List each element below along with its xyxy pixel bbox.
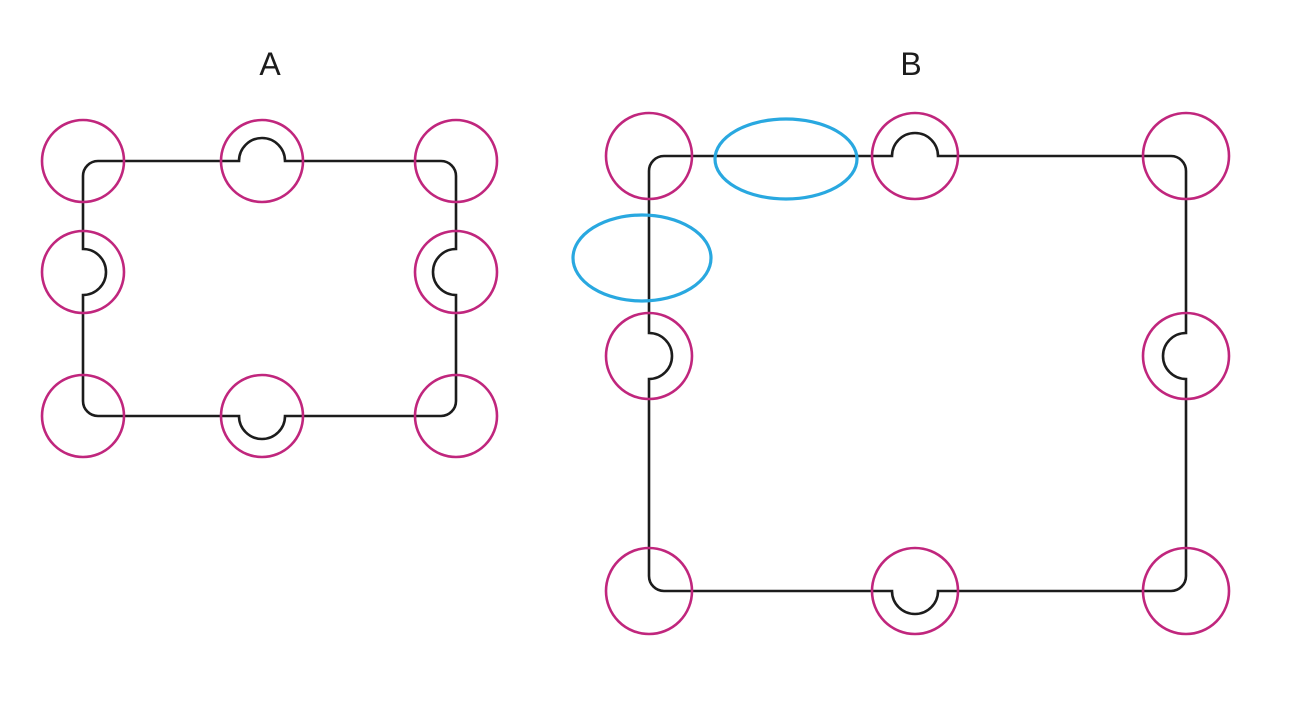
loop-path [81, 136, 458, 441]
junction-ring [40, 118, 126, 204]
highlight-ellipse [713, 117, 859, 201]
junction-ring [40, 373, 126, 459]
diagram-b-label: B [900, 46, 921, 82]
junction-ring [413, 373, 499, 459]
highlight-ellipse [571, 213, 713, 303]
junction-ring [1141, 311, 1231, 401]
junction-ring [40, 229, 126, 315]
junction-ring [604, 311, 694, 401]
diagram-layer [40, 111, 1231, 636]
junction-ring [1141, 111, 1231, 201]
junction-ring [870, 111, 960, 201]
junction-ring [413, 229, 499, 315]
junction-ring [870, 546, 960, 636]
junction-ring [1141, 546, 1231, 636]
diagram-a [40, 118, 499, 459]
junction-ring [219, 373, 305, 459]
loop-path [647, 131, 1188, 616]
junction-ring [604, 111, 694, 201]
junction-ring [604, 546, 694, 636]
junction-ring [413, 118, 499, 204]
diagram-b [571, 111, 1231, 636]
diagram-a-label: A [259, 46, 281, 82]
junction-ring [219, 118, 305, 204]
